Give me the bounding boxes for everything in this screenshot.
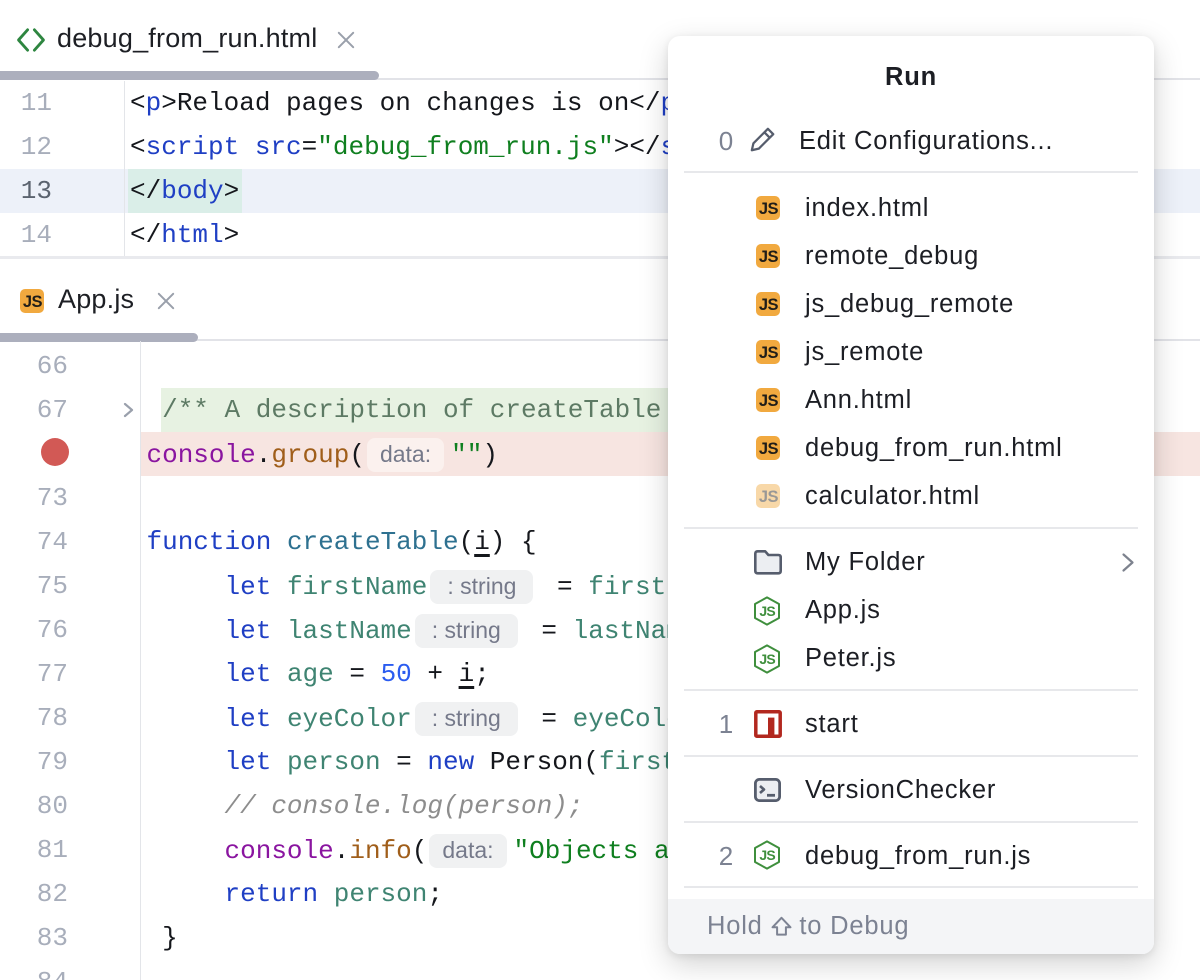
- svg-text:JS: JS: [759, 651, 775, 667]
- svg-text:JS: JS: [759, 603, 775, 619]
- svg-text:JS: JS: [759, 847, 775, 863]
